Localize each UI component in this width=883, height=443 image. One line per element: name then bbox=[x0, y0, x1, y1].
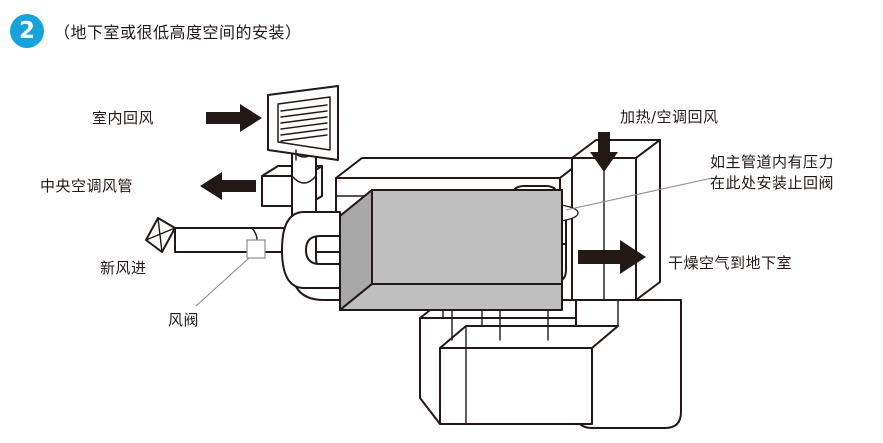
page-title: （地下室或很低高度空间的安装） bbox=[54, 23, 302, 42]
left-unit-inlet-duct bbox=[281, 211, 341, 289]
dry-air-arrow bbox=[578, 240, 646, 274]
label-check-valve-note: 如主管道内有压力 在此处安装止回阀 bbox=[710, 152, 834, 194]
dehumidifier-unit bbox=[339, 189, 563, 311]
damper-marker bbox=[246, 239, 266, 259]
return-air-grille bbox=[267, 85, 339, 161]
base-plenum bbox=[419, 299, 682, 429]
label-dry-air-to-basement: 干燥空气到地下室 bbox=[668, 254, 793, 272]
heat-ac-return-arrow bbox=[590, 132, 618, 172]
label-fresh-air-in: 新风进 bbox=[100, 259, 147, 277]
unit-support-legs bbox=[451, 309, 549, 341]
label-central-ac-duct: 中央空调风管 bbox=[40, 177, 134, 195]
label-damper: 风阀 bbox=[168, 311, 200, 329]
damper-leader-line bbox=[195, 257, 250, 307]
label-heat-ac-return: 加热/空调回风 bbox=[620, 108, 719, 126]
diagram-header: 2 （地下室或很低高度空间的安装） bbox=[0, 0, 883, 60]
label-indoor-return: 室内回风 bbox=[92, 109, 155, 127]
check-valve-note-line-2: 在此处安装止回阀 bbox=[710, 174, 835, 192]
indoor-return-arrow bbox=[206, 104, 262, 132]
check-valve-note-line-1: 如主管道内有压力 bbox=[710, 153, 835, 171]
check-valve-leader-line bbox=[565, 177, 713, 211]
central-duct-arrow bbox=[200, 172, 256, 200]
vertical-supply-duct bbox=[571, 139, 661, 301]
step-number-badge: 2 bbox=[10, 14, 44, 48]
